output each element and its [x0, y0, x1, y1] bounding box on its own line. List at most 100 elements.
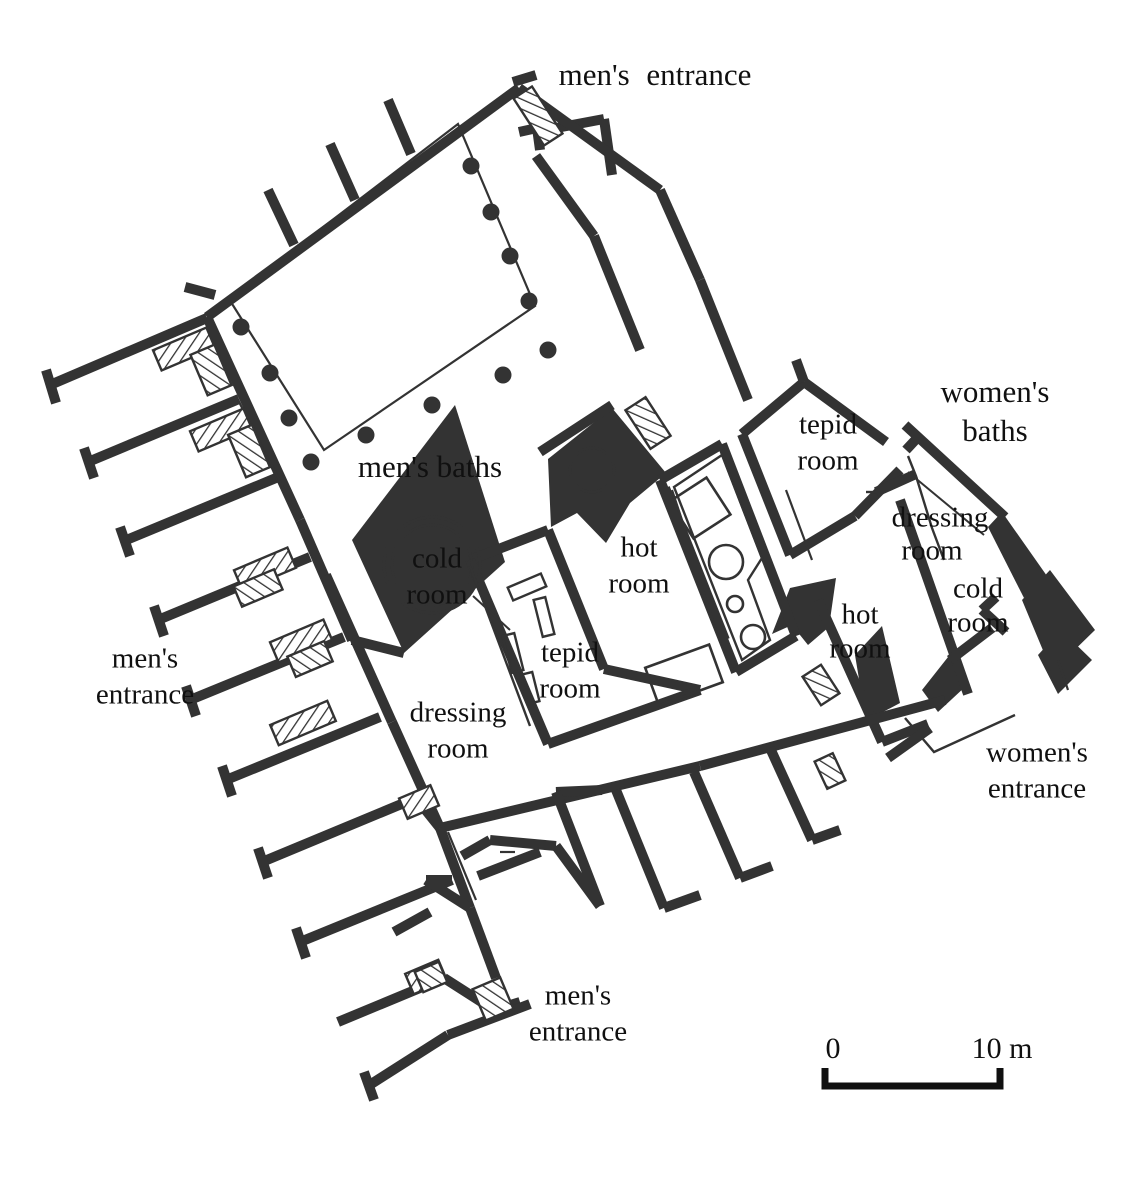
- mens-cold-pool-ring: [382, 515, 482, 615]
- wall-south-spine-1: [438, 761, 702, 833]
- column-dot: [520, 292, 538, 310]
- column-dot: [357, 426, 375, 444]
- wall-womens-cold-w: [946, 624, 996, 664]
- wall-south-room-c: [689, 770, 745, 880]
- colonnade-columns: [232, 157, 557, 471]
- stairs-west-1a: [151, 325, 217, 373]
- service-corridor-inner: [672, 453, 772, 662]
- wall-west-spine-3: [321, 572, 397, 725]
- bench-3: [501, 631, 525, 675]
- stairs-sw-b: [470, 975, 516, 1023]
- wall-mens-block-north: [537, 400, 615, 457]
- wall-west-room-2a: [86, 394, 241, 467]
- wall-west-room-3a: [122, 473, 278, 546]
- wall-south-room-g: [551, 790, 605, 908]
- column-dot: [539, 341, 557, 359]
- wall-sw-12: [459, 835, 493, 861]
- womens-cold-room-line: [1047, 667, 1061, 691]
- wall-corridor-east-3: [589, 234, 645, 352]
- label-womens-entrance-line1: women's: [986, 737, 1088, 769]
- mens-entrance-top-text: men's: [559, 57, 630, 92]
- label-mens-dressing-room-line2: room: [427, 733, 489, 765]
- label-mens-entrance-top: men's entrance: [559, 57, 752, 92]
- wall-west-room-7b: [253, 846, 273, 880]
- wall-palaestra-north: [204, 83, 522, 322]
- wall-west-room-7a: [260, 793, 418, 867]
- wall-sw-10: [359, 1070, 379, 1102]
- stairs-west-2a: [188, 406, 254, 454]
- womens-cold-room-block-1: [988, 512, 1047, 598]
- label-mens-entrance-left-line2: entrance: [96, 679, 194, 711]
- wall-west-room-6b: [217, 764, 237, 798]
- bench-4: [519, 670, 541, 706]
- wall-entrance-diag: [531, 153, 599, 239]
- wall-south-room-e: [765, 745, 817, 843]
- column-dot: [423, 396, 441, 414]
- stairs-womens-hot: [800, 663, 842, 707]
- label-mens-entrance-bottom-line1: men's: [545, 980, 611, 1012]
- scale-start-label: 0: [826, 1032, 841, 1065]
- mens-hot-thin-1: [670, 489, 734, 671]
- mens-hot-apse-circle: [568, 446, 616, 494]
- wall-womens-dress-e: [873, 469, 919, 497]
- wall-south-room-d: [738, 861, 774, 883]
- title-womens-baths-line1: women's: [941, 374, 1050, 409]
- wall-buttress-n4: [183, 282, 217, 300]
- womens-tepid-thin: [784, 489, 814, 561]
- wall-womens-hot-s: [880, 719, 930, 747]
- scale-bar-line: [821, 1068, 1004, 1090]
- scale-end-label: 10 m: [972, 1032, 1033, 1065]
- wall-womens-tepid-s: [787, 511, 858, 560]
- bench-2: [532, 595, 556, 639]
- wall-mens-tepid-div: [465, 558, 553, 746]
- mens-entrance-top-text2: entrance: [646, 57, 751, 92]
- stairs-west-3b: [231, 567, 285, 609]
- wall-south-room-b: [662, 890, 702, 913]
- label-mens-cold-room-line2: room: [406, 579, 468, 611]
- wall-entrance-top-left: [511, 70, 538, 87]
- womens-cold-room-block-3: [1038, 630, 1092, 694]
- wall-womens-tepid-e: [801, 377, 889, 447]
- label-womens-hot-room-line1: hot: [841, 599, 878, 631]
- wall-mens-hot-west: [543, 528, 609, 671]
- label-mens-entrance-left-line1: men's: [112, 643, 178, 675]
- wall-womens-tepid-n: [738, 378, 808, 438]
- label-womens-cold-room-line2: room: [947, 607, 1009, 639]
- wall-womens-tepid-w: [737, 432, 795, 557]
- womens-dressing-outline: [906, 455, 946, 561]
- wall-service-corridor-s: [733, 631, 799, 677]
- label-womens-dressing-room-line1: dressing: [892, 502, 989, 534]
- womens-east-thin: [1056, 659, 1070, 691]
- sw-thin-1: [446, 831, 478, 901]
- column-dot: [280, 409, 298, 427]
- mens-cold-pool-inner: [390, 523, 474, 607]
- bench-1: [506, 571, 548, 603]
- womens-entrance-outline: [904, 713, 1016, 754]
- column-dot: [462, 157, 480, 175]
- column-dot: [501, 247, 519, 265]
- wall-corridor-east-1: [655, 187, 705, 283]
- wall-south-room-i: [489, 835, 557, 851]
- label-mens-cold-room-line1: cold: [412, 543, 462, 575]
- wall-buttress-n3: [263, 187, 299, 248]
- label-womens-hot-room-line2: room: [829, 633, 891, 665]
- wall-south-room-a: [611, 788, 669, 910]
- wall-west-room-5b: [181, 684, 201, 718]
- title-mens-baths: men's baths: [358, 449, 502, 484]
- stairs-south: [813, 751, 847, 791]
- label-womens-tepid-room-line1: tepid: [799, 409, 857, 441]
- column-dot: [261, 364, 279, 382]
- column-dot: [482, 203, 500, 221]
- wall-buttress-n1: [383, 98, 416, 156]
- wall-womens-low-1: [885, 723, 933, 763]
- service-tank-2: [643, 642, 725, 708]
- stairs: [151, 84, 847, 1023]
- wall-sw-3: [465, 906, 501, 980]
- wall-sw-11: [476, 847, 542, 881]
- wall-west-room-2b: [79, 446, 99, 480]
- wall-service-corridor-e: [717, 442, 801, 638]
- wall-south-spine-3: [555, 785, 603, 797]
- column-dot: [494, 366, 512, 384]
